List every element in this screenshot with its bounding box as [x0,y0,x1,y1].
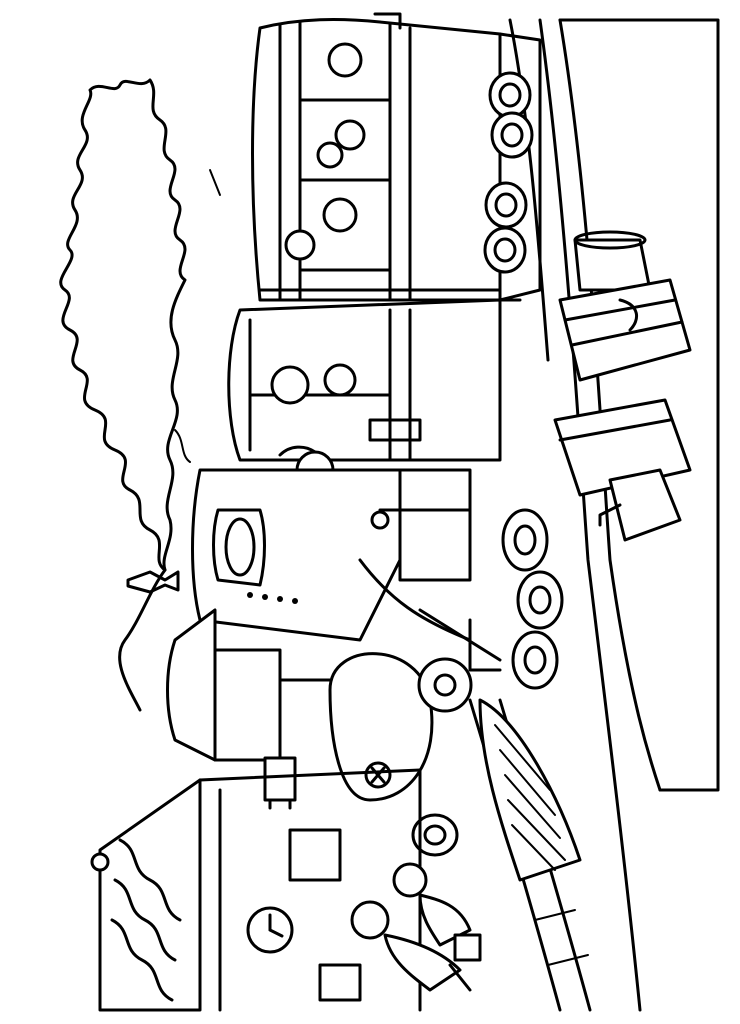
conductor-face [270,365,310,405]
passenger-face [334,119,366,151]
locomotive-cab [227,298,502,490]
locomotive-boiler [191,468,472,642]
passenger-face [327,42,363,78]
drive-wheels [358,508,564,857]
station-roof [98,778,202,1012]
platform [508,18,720,1012]
station-building [90,768,422,1012]
station-door [288,828,342,882]
chimney [166,608,332,762]
passenger-face [322,197,358,233]
passenger-car [251,12,542,302]
passenger-car-wheels [483,71,534,274]
cow-catcher [478,698,582,882]
child-face [350,900,390,940]
children-on-platform [350,862,482,992]
passenger-face [323,363,357,397]
smoke-cloud [59,78,187,712]
steam-puff [126,169,221,594]
passenger-face [284,229,316,261]
child-face [392,862,428,898]
locomotive-front [263,652,434,810]
luggage-pile [553,230,692,542]
roof-finial [90,852,110,872]
suitcase [558,278,692,382]
passenger-face [316,141,344,169]
small-case [608,468,682,542]
